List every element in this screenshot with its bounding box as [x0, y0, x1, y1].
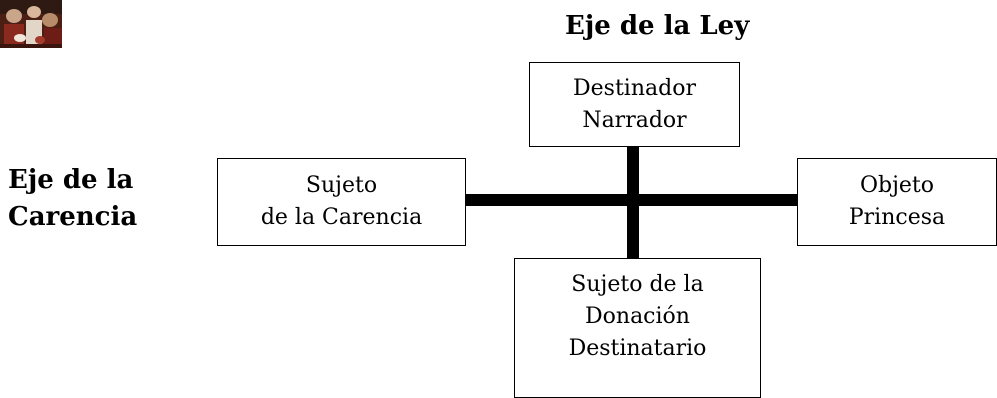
objeto-label: Objeto: [859, 173, 935, 198]
princesa-label: Princesa: [848, 205, 946, 230]
sujeto-carencia-box: Sujeto de la Carencia: [217, 158, 466, 246]
objeto-box: Objeto Princesa: [797, 158, 997, 246]
destinatario-label: Destinatario: [568, 336, 707, 361]
sujeto-label: Sujeto: [305, 173, 378, 198]
axis-title-carencia: Eje de la Carencia: [8, 162, 137, 236]
horizontal-axis-line: [466, 194, 797, 206]
donacion-label: Donación: [585, 304, 690, 329]
destinador-box: Destinador Narrador: [529, 62, 740, 147]
sujeto-donacion-box: Sujeto de la Donación Destinatario: [514, 258, 761, 398]
axis-title-ley: Eje de la Ley: [565, 11, 750, 41]
narrador-label: Narrador: [582, 107, 687, 133]
painting-thumbnail-icon: [0, 0, 62, 48]
axis-title-carencia-line2: Carencia: [8, 202, 138, 232]
destinador-label: Destinador: [573, 75, 696, 101]
axis-title-carencia-line1: Eje de la: [8, 165, 134, 195]
sujeto-de-la-label: Sujeto de la: [571, 272, 704, 297]
de-la-carencia-label: de la Carencia: [260, 205, 423, 230]
